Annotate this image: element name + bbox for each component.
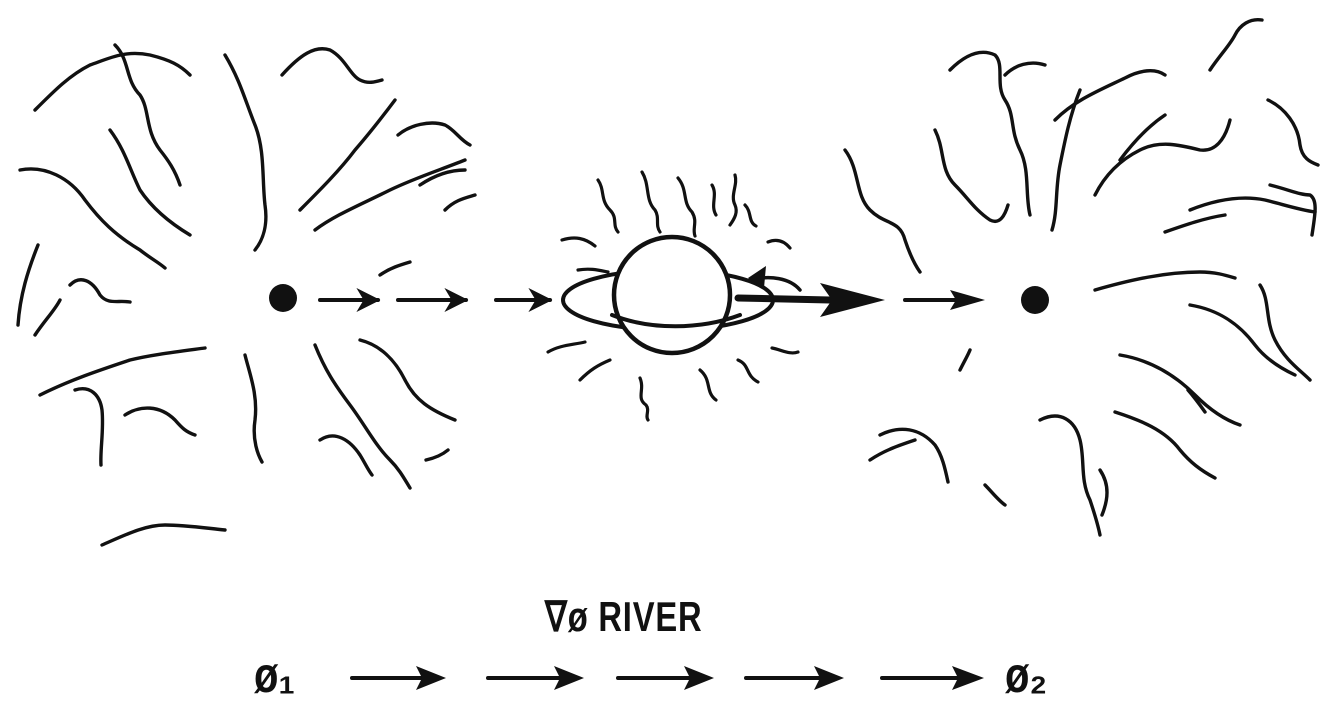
planet-icon (563, 237, 800, 353)
river-arrows (352, 666, 984, 690)
gradient-river-label: ∇ø RIVER (545, 596, 702, 638)
source-dot-phi1 (269, 284, 297, 312)
phi1-label: ø₁ (254, 650, 295, 700)
phi2-label: ø₂ (1005, 650, 1047, 700)
planet-outflow-arrow (738, 283, 985, 317)
sink-dot-phi2 (1021, 286, 1049, 314)
right-field-lines (845, 20, 1318, 535)
left-field-lines (18, 45, 475, 545)
